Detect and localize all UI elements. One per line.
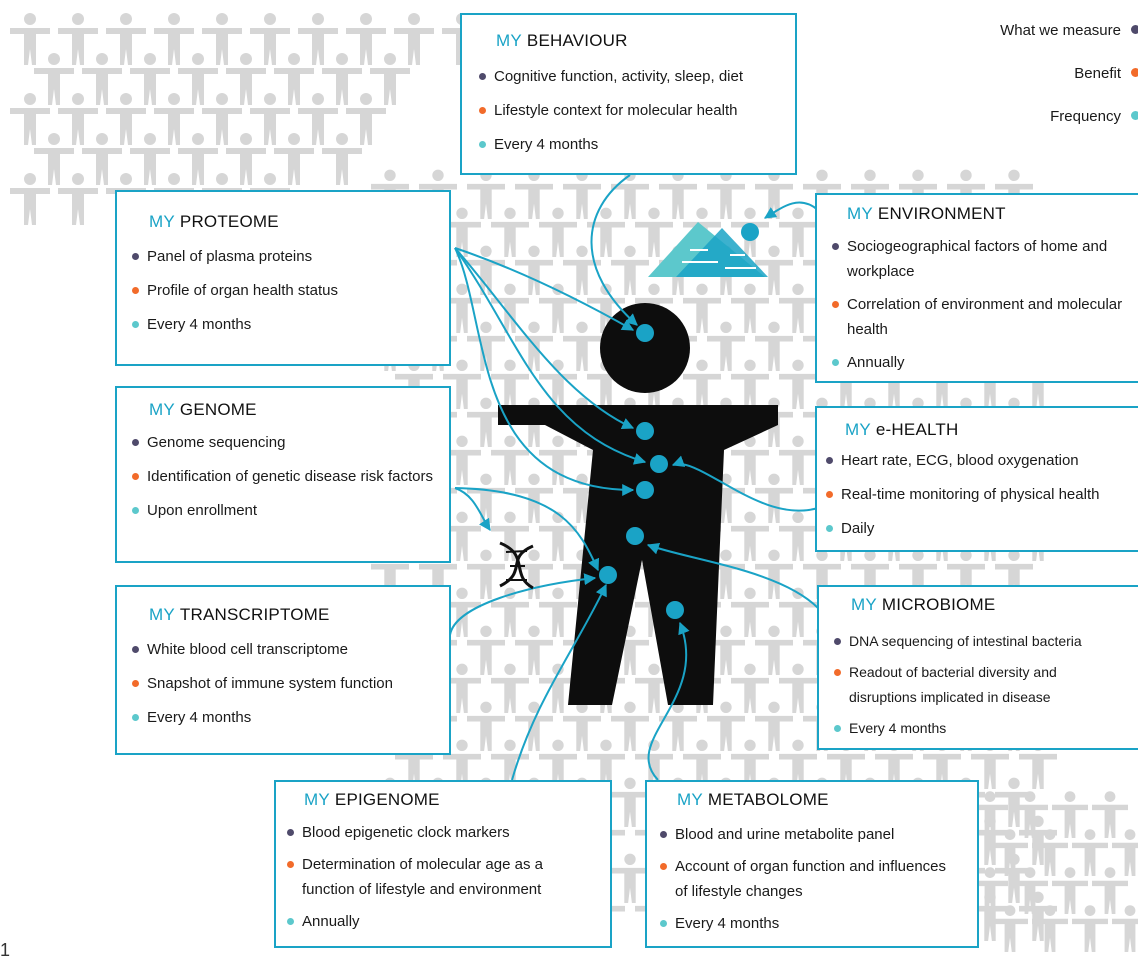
microbiome-frequency: Every 4 months	[833, 716, 1123, 741]
page-number: 1	[0, 940, 11, 960]
microbiome-benefit: Readout of bacterial diversity and disru…	[833, 660, 1123, 710]
legend-measure: What we measure	[1000, 18, 1138, 61]
behaviour-benefit: Lifestyle context for molecular health	[478, 98, 795, 123]
epigenome-benefit: Determination of molecular age as a func…	[286, 852, 596, 902]
epigenome-measure: Blood epigenetic clock markers	[286, 820, 596, 845]
measure-dot-icon	[1131, 25, 1138, 34]
genome-measure: Genome sequencing	[131, 430, 436, 455]
ehealth-benefit: Real-time monitoring of physical health	[825, 482, 1138, 507]
environment-measure: Sociogeographical factors of home and wo…	[831, 234, 1131, 284]
transcriptome-benefit: Snapshot of immune system function	[131, 671, 449, 696]
ehealth-frequency: Daily	[825, 516, 1138, 541]
legend-frequency: Frequency	[1000, 104, 1138, 147]
proteome-measure: Panel of plasma proteins	[131, 244, 449, 269]
environment-benefit: Correlation of environment and molecular…	[831, 292, 1131, 342]
metabolome-benefit: Account of organ function and influences…	[659, 854, 949, 904]
genome-benefit: Identification of genetic disease risk f…	[131, 464, 436, 489]
behaviour-frequency: Every 4 months	[478, 132, 795, 157]
ehealth-measure: Heart rate, ECG, blood oxygenation	[825, 448, 1138, 473]
metabolome-frequency: Every 4 months	[659, 911, 949, 936]
genome-frequency: Upon enrollment	[131, 498, 436, 523]
transcriptome-measure: White blood cell transcriptome	[131, 637, 449, 662]
epigenome-frequency: Annually	[286, 909, 596, 934]
microbiome-measure: DNA sequencing of intestinal bacteria	[833, 629, 1123, 654]
legend-benefit: Benefit	[1000, 61, 1138, 104]
environment-frequency: Annually	[831, 350, 1131, 375]
legend: What we measure Benefit Frequency	[1000, 18, 1138, 147]
transcriptome-frequency: Every 4 months	[131, 705, 449, 730]
frequency-dot-icon	[1131, 111, 1138, 120]
proteome-frequency: Every 4 months	[131, 312, 449, 337]
behaviour-measure: Cognitive function, activity, sleep, die…	[478, 64, 795, 89]
proteome-benefit: Profile of organ health status	[131, 278, 449, 303]
benefit-dot-icon	[1131, 68, 1138, 77]
metabolome-measure: Blood and urine metabolite panel	[659, 822, 949, 847]
